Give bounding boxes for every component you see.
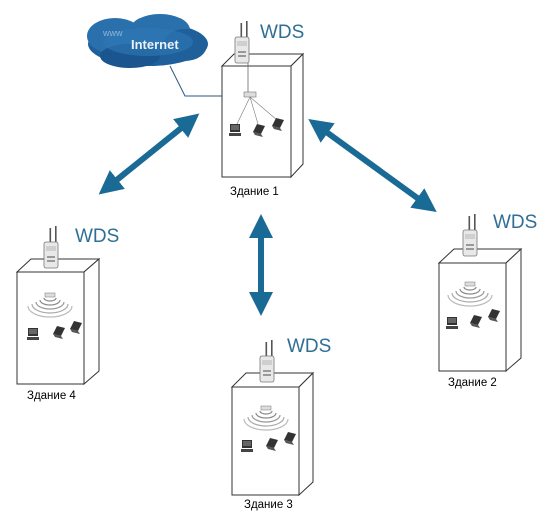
router-icon	[464, 281, 476, 287]
access-point-icon	[43, 225, 59, 269]
double-arrow-icon	[98, 113, 200, 195]
desktop-computer-icon	[229, 124, 241, 136]
wds-label-4: WDS	[75, 226, 119, 247]
building-4	[15, 257, 101, 386]
desktop-computer-icon	[446, 317, 458, 329]
desktop-computer-icon	[241, 440, 253, 452]
building-1-label: Здание 1	[230, 186, 279, 198]
building-1	[220, 52, 305, 179]
router-icon	[44, 292, 56, 298]
router-icon	[260, 405, 272, 411]
access-point-icon	[462, 213, 478, 257]
lan-cables	[236, 96, 278, 125]
wds-label-1: WDS	[260, 22, 304, 43]
building-3-label: Здание 3	[244, 499, 293, 511]
access-point-icon	[259, 339, 275, 383]
wds-label-2: WDS	[493, 212, 537, 233]
cloud-www-text: www	[102, 28, 123, 38]
wds-label-3: WDS	[287, 336, 331, 357]
building-3	[230, 371, 315, 497]
cloud-icon	[87, 14, 208, 68]
access-point-icon	[234, 20, 250, 64]
building-2	[437, 247, 523, 373]
router-icon	[243, 91, 257, 98]
cloud-internet-label: Internet	[131, 37, 179, 52]
building-2-label: Здание 2	[448, 377, 497, 389]
double-arrow-icon	[308, 118, 437, 213]
desktop-computer-icon	[27, 328, 39, 340]
building-4-label: Здание 4	[27, 390, 76, 402]
